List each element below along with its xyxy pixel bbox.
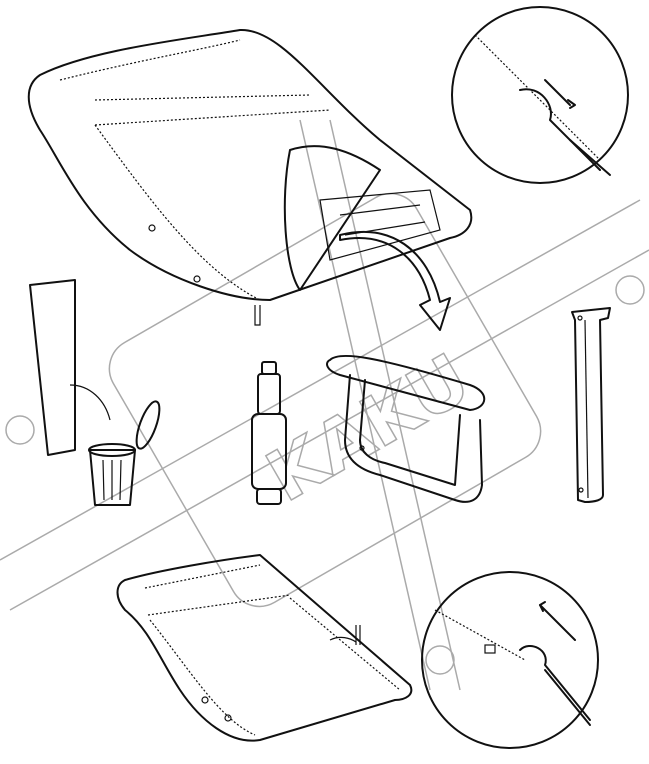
watermark: KAKU: [0, 119, 649, 691]
zipper-detail-close: [421, 571, 599, 749]
seat-cover-closed: [116, 554, 413, 742]
bracket-part: [571, 307, 611, 503]
watermark-text: KAKU: [253, 338, 483, 518]
seat-cover-removal: [27, 28, 473, 331]
discard-packaging: [29, 279, 161, 506]
armrest-part: [326, 354, 486, 503]
gas-lift-part: [251, 361, 287, 505]
zipper-detail-open: [451, 6, 629, 184]
